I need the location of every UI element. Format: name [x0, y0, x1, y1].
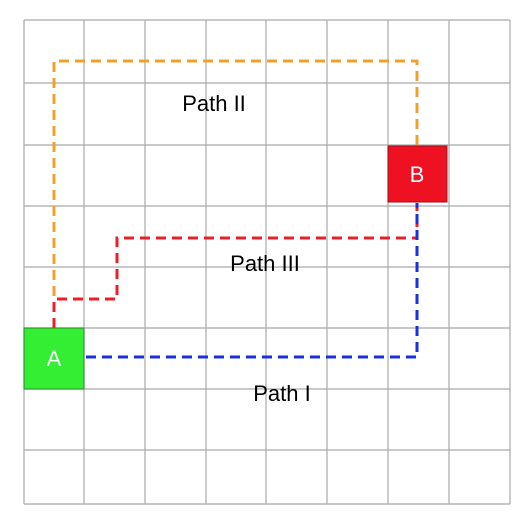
path-i-line [86, 203, 419, 359]
node-b: B [387, 145, 448, 203]
node-b-label: B [410, 162, 425, 187]
grid-lines [23, 19, 511, 505]
path-i-label: Path I [253, 381, 310, 406]
node-a-label: A [47, 346, 62, 371]
node-a: A [23, 327, 85, 390]
path-ii-line [52, 59, 419, 328]
node-a-box [23, 327, 85, 390]
path-iii-line [52, 203, 419, 328]
path-iii-label: Path III [230, 251, 300, 276]
node-b-box [387, 145, 448, 203]
path-ii-label: Path II [182, 91, 246, 116]
